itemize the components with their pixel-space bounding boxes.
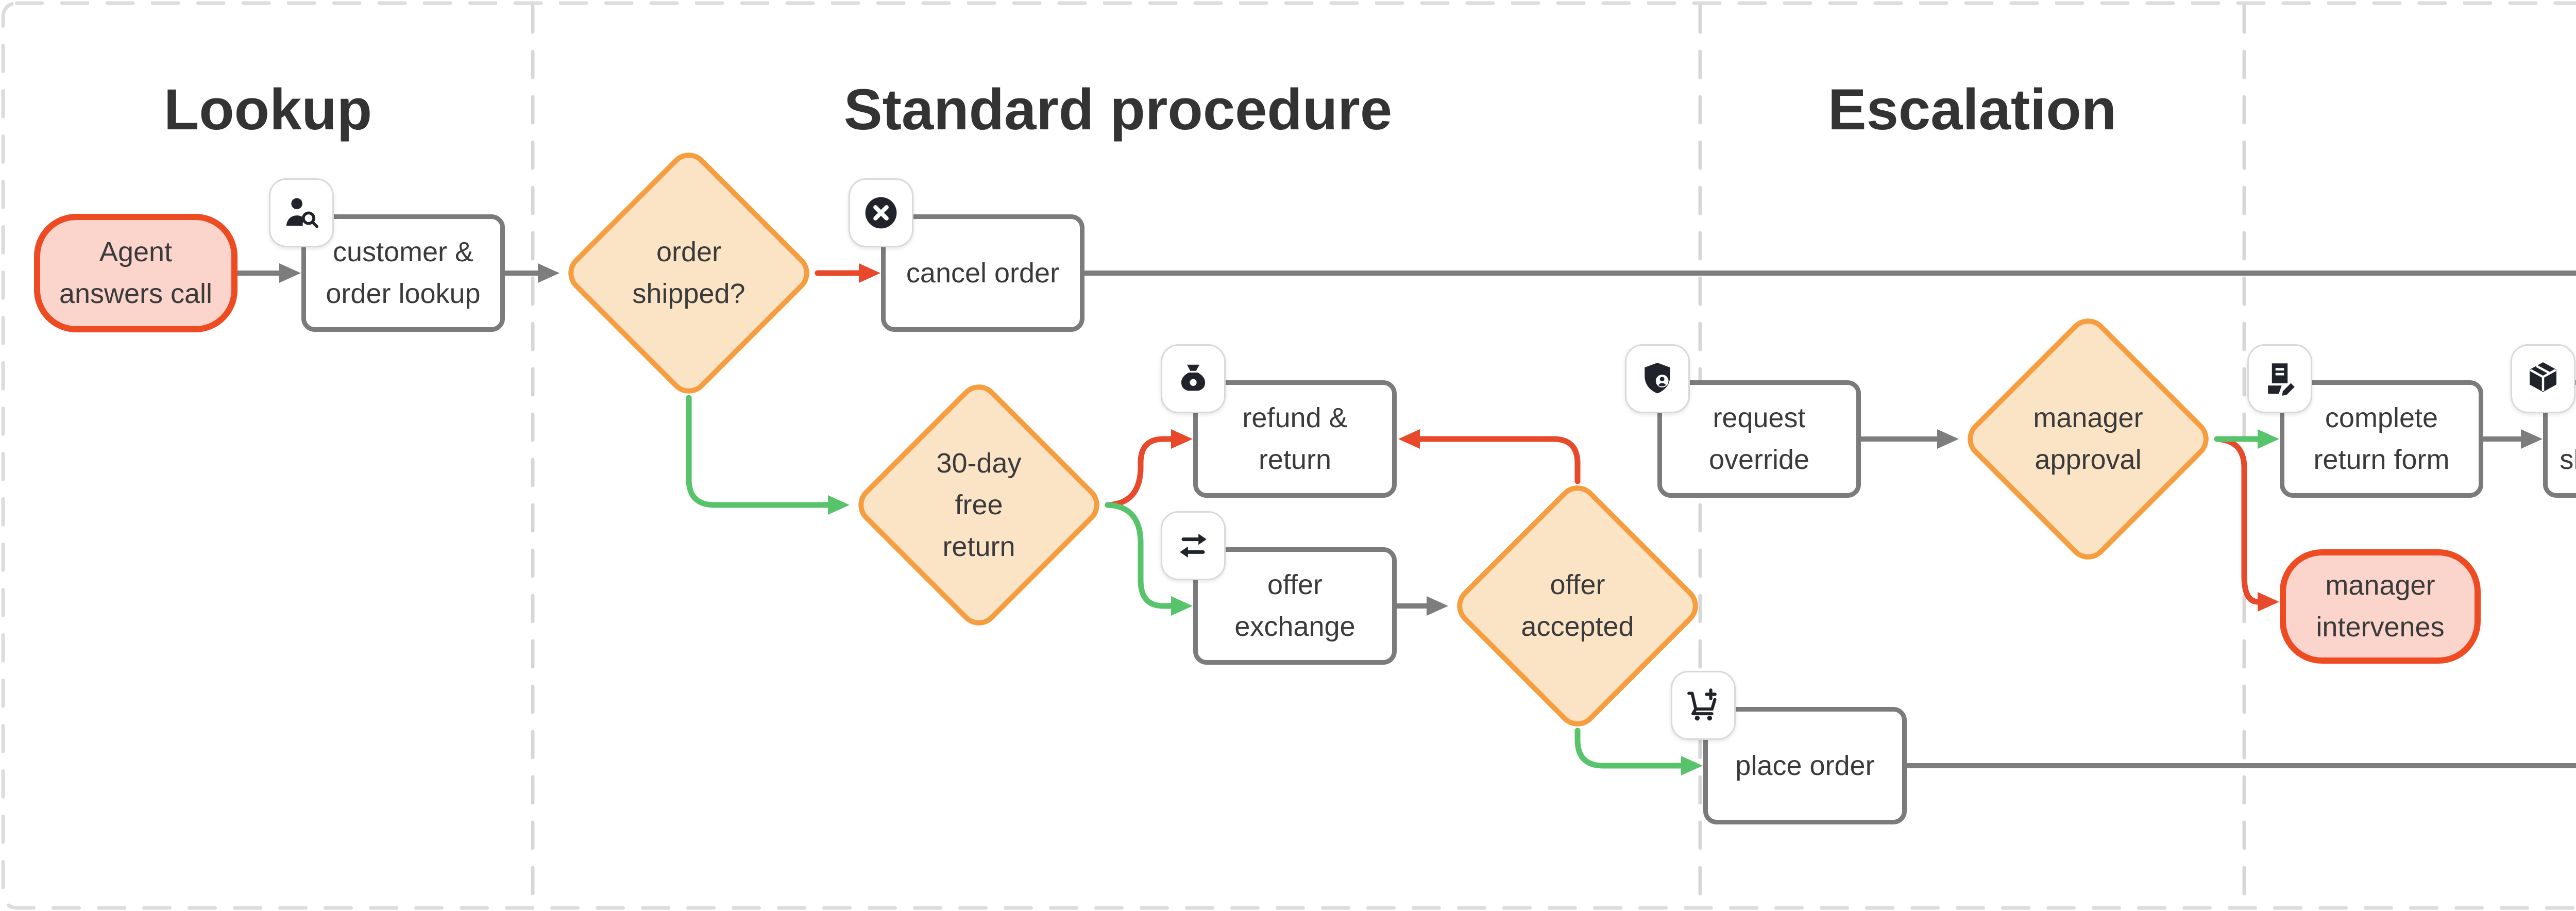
- person-search-icon: [269, 178, 334, 247]
- node-label: 30-day free return: [936, 447, 1022, 562]
- edge-thirty-day-free-return-to-refund-return: [1105, 429, 1193, 508]
- node-offer-exchange[interactable]: offer exchange: [1193, 547, 1397, 665]
- lane-title-escalation: Escalation: [1827, 77, 2117, 142]
- node-refund-return[interactable]: refund & return: [1193, 380, 1397, 498]
- edge-cancel-order-to-wrap-up-questions: [1082, 271, 2576, 276]
- shield-person-icon: [1625, 344, 1690, 413]
- lane-title-lookup: Lookup: [163, 77, 372, 142]
- node-offer-accepted[interactable]: offer accepted: [1448, 477, 1707, 735]
- node-manager-intervenes[interactable]: manager intervenes: [2280, 549, 2481, 664]
- cart-plus-icon: [1671, 671, 1736, 740]
- node-manager-approval[interactable]: manager approval: [1959, 310, 2217, 568]
- package-icon: [2511, 344, 2575, 413]
- x-circle-icon: [849, 178, 913, 247]
- receipt-pencil-icon: [2247, 344, 2312, 413]
- edge-thirty-day-free-return-to-offer-exchange: [1105, 502, 1193, 616]
- node-order-shipped[interactable]: order shipped?: [560, 144, 818, 402]
- node-cancel-order[interactable]: cancel order: [881, 214, 1084, 332]
- edge-offer-accepted-to-refund-return: [1398, 429, 1581, 484]
- node-label: manager approval: [2033, 402, 2143, 475]
- money-bag-icon: [1161, 344, 1226, 413]
- node-agent-answers-call[interactable]: Agent answers call: [34, 214, 238, 332]
- node-request-override[interactable]: request override: [1657, 380, 1861, 498]
- node-thirty-day-free-return[interactable]: 30-day free return: [850, 376, 1108, 634]
- node-label: order shipped?: [632, 237, 745, 309]
- edge-offer-accepted-to-place-order: [1574, 728, 1703, 775]
- edge-order-shipped-to-thirty-day-free-return: [686, 395, 850, 515]
- node-complete-return-form[interactable]: complete return form: [2280, 380, 2483, 498]
- lane-title-standard-procedure-1: Standard procedure: [843, 77, 1393, 142]
- node-customer-order-lookup[interactable]: customer & order lookup: [301, 214, 505, 332]
- node-label: offer accepted: [1521, 569, 1634, 642]
- swap-arrows-icon: [1161, 511, 1226, 580]
- node-place-order[interactable]: place order: [1703, 707, 1907, 824]
- edge-manager-approval-to-manager-intervenes: [2214, 436, 2279, 612]
